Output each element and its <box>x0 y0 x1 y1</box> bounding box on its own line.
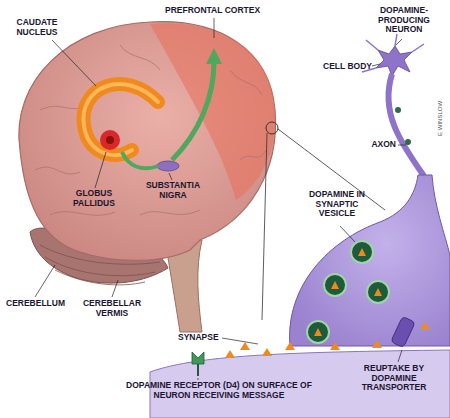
prefrontal-region <box>150 23 275 200</box>
dopamine-receptor <box>192 352 204 364</box>
leader-lines <box>35 18 406 380</box>
part-label: SYNAPSE <box>178 333 222 343</box>
part-label: PREFRONTAL CORTEX <box>165 6 275 16</box>
part-label: SUBSTANTIA NIGRA <box>142 181 204 200</box>
part-label: AXON <box>366 140 396 150</box>
cell-body <box>376 46 412 76</box>
caudate-nucleus <box>83 84 158 155</box>
cerebrum-shape <box>19 22 276 261</box>
axon-fiber <box>388 74 424 176</box>
pathway-arrow <box>172 62 214 160</box>
part-label: DOPAMINE RECEPTOR (D4) ON SURFACE OF NEU… <box>112 381 326 400</box>
part-label: CEREBELLAR VERMIS <box>80 299 144 318</box>
globus-pallidus-core <box>106 136 114 144</box>
axon-terminal <box>290 175 450 346</box>
substantia-nigra <box>157 161 179 171</box>
part-label: GLOBUS PALLIDUS <box>64 189 124 208</box>
part-label: CAUDATE NUCLEUS <box>8 18 66 37</box>
globus-pallidus <box>100 130 120 150</box>
zoom-circle <box>266 122 278 134</box>
pathway-arrow <box>122 152 158 168</box>
caudate-highlight <box>83 84 158 155</box>
part-label: DOPAMINE-PRODUCING NEURON <box>362 6 446 35</box>
part-label: REUPTAKE BY DOPAMINE TRANSPORTER <box>342 364 446 393</box>
vesicle-dot <box>395 107 401 113</box>
part-label: CELL BODY <box>318 62 372 72</box>
part-label: E WINSLOW <box>437 98 444 138</box>
part-label: CEREBELLUM <box>6 299 70 309</box>
part-label: DOPAMINE IN SYNAPTIC VESICLE <box>298 190 376 219</box>
vesicle-dot <box>405 139 411 145</box>
dopamine-transporter <box>391 316 416 347</box>
arrowhead <box>206 48 222 64</box>
zoom-line <box>262 133 267 320</box>
gyri-lines <box>35 45 266 215</box>
receptor-stem <box>197 364 199 376</box>
dopamine-molecules <box>225 322 430 358</box>
synaptic-vesicles <box>307 241 389 343</box>
